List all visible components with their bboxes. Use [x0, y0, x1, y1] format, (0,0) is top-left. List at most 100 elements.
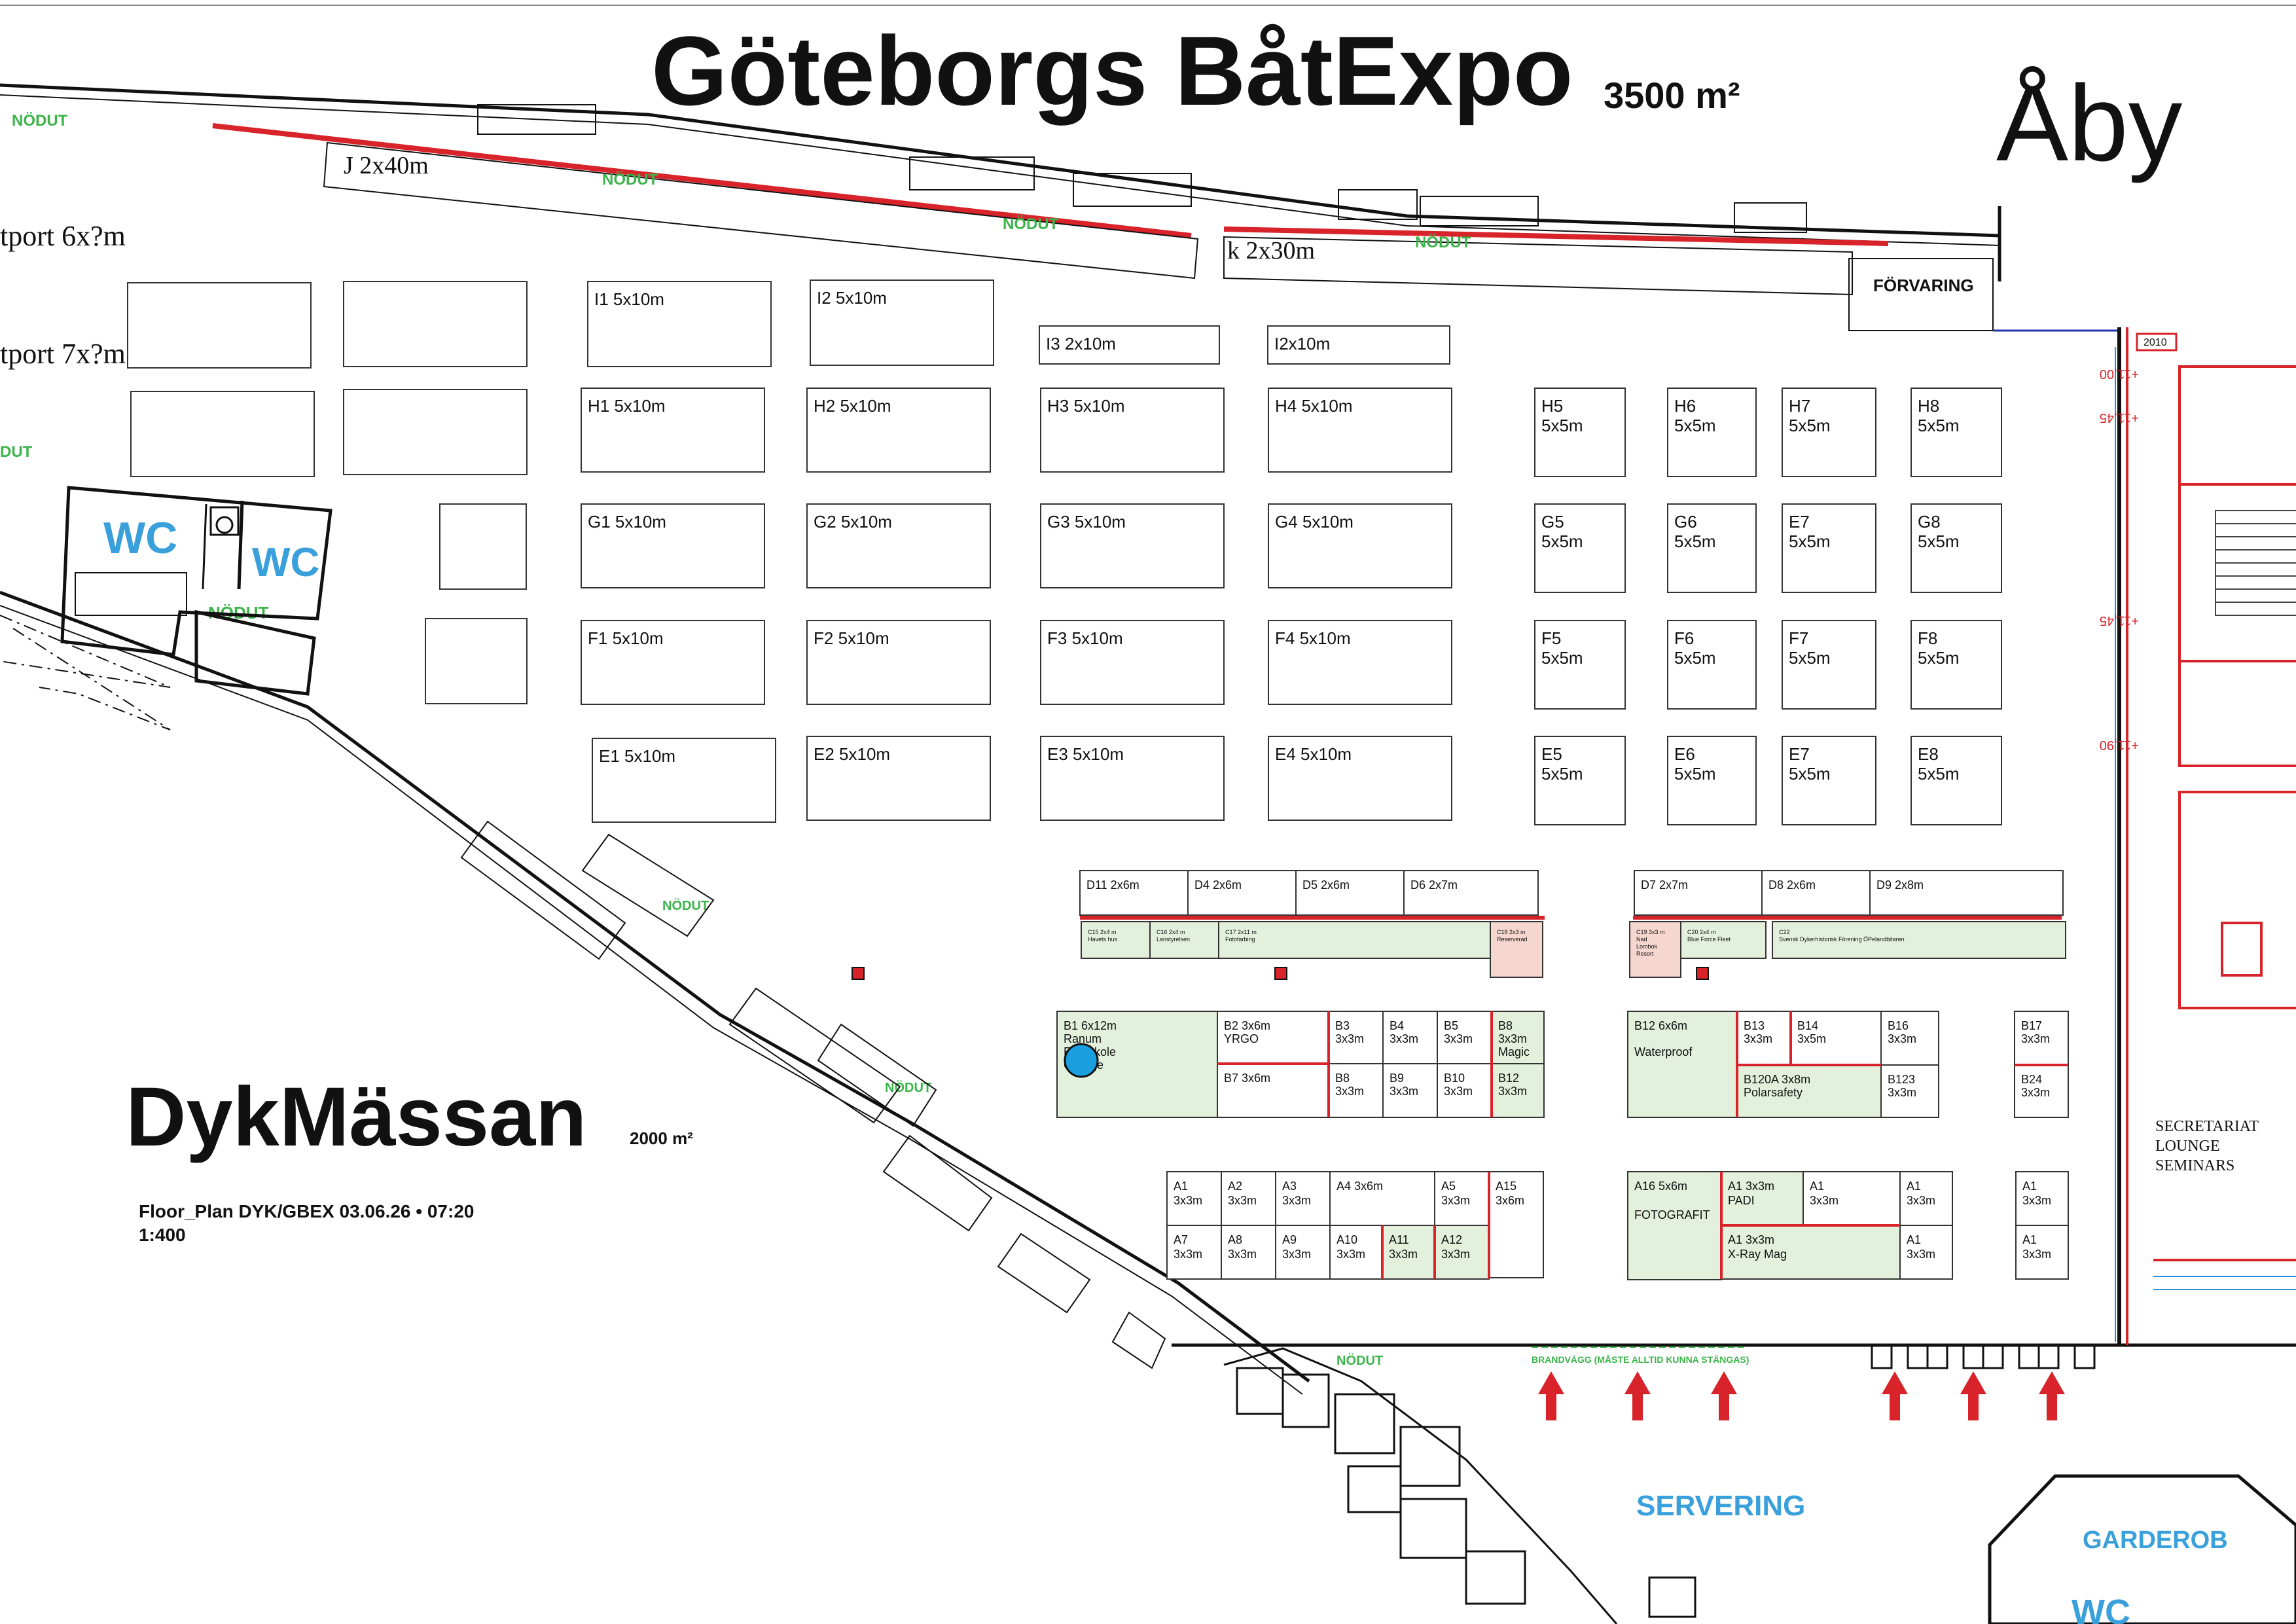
- hall-booth-box[interactable]: [1782, 736, 1876, 825]
- hall-booth-h1[interactable]: H1 5x10m: [581, 388, 765, 473]
- hall-booth-box[interactable]: [1782, 503, 1876, 593]
- b-booth-box[interactable]: [2014, 1064, 2069, 1118]
- hall-booth-g4[interactable]: G4 5x10m: [1268, 503, 1452, 588]
- a-booth-box[interactable]: [1329, 1171, 1435, 1226]
- c-booth-box[interactable]: [1218, 921, 1491, 959]
- hall-booth-box[interactable]: [581, 620, 765, 705]
- d-booth-box[interactable]: [1187, 870, 1297, 916]
- a-booth-box[interactable]: [1627, 1171, 1722, 1280]
- hall-booth-box[interactable]: [1534, 503, 1626, 593]
- c-booth-box[interactable]: [1149, 921, 1219, 959]
- hall-booth-box[interactable]: [1910, 736, 2002, 825]
- c-booth-box[interactable]: [1629, 921, 1681, 978]
- hall-booth-box[interactable]: [1667, 620, 1757, 710]
- hall-booth-box[interactable]: [1040, 736, 1225, 821]
- a-booth-box[interactable]: [1275, 1225, 1331, 1280]
- hall-booth-box[interactable]: [592, 738, 776, 823]
- a-booth-box[interactable]: [1899, 1171, 1953, 1226]
- hall-booth-box[interactable]: [581, 503, 765, 588]
- hall-booth-h2[interactable]: H2 5x10m: [806, 388, 991, 473]
- b-booth-box[interactable]: [2014, 1011, 2069, 1066]
- d-booth-d9[interactable]: D9 2x8m: [1869, 870, 2064, 916]
- a-booth-box[interactable]: [2015, 1225, 2069, 1280]
- hall-booth-box[interactable]: [1268, 620, 1452, 705]
- d-booth-d4[interactable]: D4 2x6m: [1187, 870, 1297, 916]
- b-booth-box[interactable]: [1491, 1011, 1545, 1064]
- hall-booth-box[interactable]: [806, 503, 991, 588]
- a-booth-box[interactable]: [2015, 1171, 2069, 1226]
- b-booth-box[interactable]: [1217, 1063, 1329, 1118]
- b-booth-box[interactable]: [1382, 1011, 1438, 1064]
- hall-booth-box[interactable]: [1040, 620, 1225, 705]
- hall-booth-e2[interactable]: E2 5x10m: [806, 736, 991, 821]
- hall-booth-box[interactable]: [1667, 736, 1757, 825]
- b-booth-box[interactable]: [1880, 1064, 1939, 1118]
- hall-booth-box[interactable]: [806, 620, 991, 705]
- d-booth-d6[interactable]: D6 2x7m: [1403, 870, 1539, 916]
- hall-booth-f3[interactable]: F3 5x10m: [1040, 620, 1225, 705]
- b-booth-box[interactable]: [1627, 1011, 1738, 1118]
- hall-booth-g3[interactable]: G3 5x10m: [1040, 503, 1225, 588]
- hall-booth-box[interactable]: [1534, 620, 1626, 710]
- hall-booth-i3[interactable]: I3 2x10m: [1039, 325, 1220, 365]
- hall-booth-i4[interactable]: I2x10m: [1267, 325, 1450, 365]
- hall-booth-box[interactable]: [1040, 503, 1225, 588]
- hall-booth-e4[interactable]: E4 5x10m: [1268, 736, 1452, 821]
- hall-booth-box[interactable]: [1268, 736, 1452, 821]
- b-booth-box[interactable]: [1217, 1011, 1329, 1064]
- a-booth-a4[interactable]: A4 3x6m: [1329, 1171, 1435, 1226]
- c-booth-box[interactable]: [1490, 921, 1543, 978]
- hall-booth-box[interactable]: [587, 281, 772, 367]
- a-booth-box[interactable]: [1899, 1225, 1953, 1280]
- a-booth-box[interactable]: [1166, 1225, 1222, 1280]
- hall-booth-box[interactable]: [1534, 736, 1626, 825]
- hall-booth-i1[interactable]: I1 5x10m: [587, 281, 772, 367]
- hall-booth-box[interactable]: [1910, 620, 2002, 710]
- a-booth-box[interactable]: [1488, 1171, 1544, 1278]
- b-booth-box[interactable]: [1790, 1011, 1882, 1066]
- d-booth-d8[interactable]: D8 2x6m: [1761, 870, 1871, 916]
- hall-booth-box[interactable]: [1534, 388, 1626, 477]
- c-booth-box[interactable]: [1772, 921, 2066, 959]
- hall-booth-box[interactable]: [581, 388, 765, 473]
